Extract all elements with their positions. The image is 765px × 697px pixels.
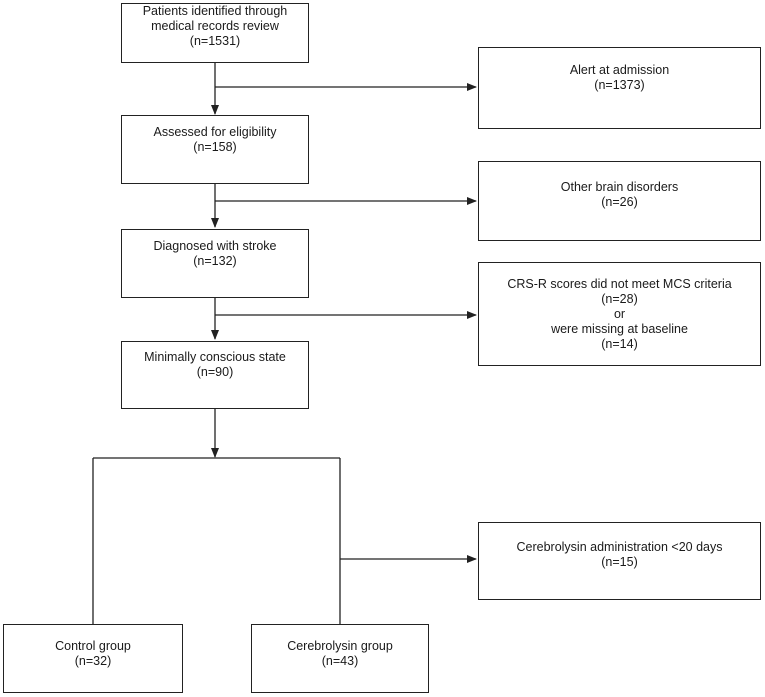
identified-line1: Patients identified through	[142, 3, 288, 18]
mcs-count: (n=90)	[196, 365, 234, 379]
box-cerebrolysin-administration: Cerebrolysin administration <20 days (n=…	[478, 522, 761, 600]
identified-count: (n=1531)	[189, 33, 241, 48]
mcs-line1: Minimally conscious state	[144, 350, 286, 364]
diagnosed-count: (n=132)	[193, 253, 237, 268]
cerebrolysin-admin-count: (n=15)	[601, 555, 638, 569]
box-patients-identified: Patients identified through medical reco…	[121, 3, 309, 63]
crsr-or: or	[613, 306, 626, 321]
alert-line1: Alert at admission	[569, 63, 670, 77]
cerebrolysin-admin-line1: Cerebrolysin administration <20 days	[516, 540, 723, 554]
box-other-brain-disorders: Other brain disorders (n=26)	[478, 161, 761, 241]
box-cerebrolysin-group: Cerebrolysin group (n=43)	[251, 624, 429, 693]
box-assessed-eligibility: Assessed for eligibility (n=158)	[121, 115, 309, 184]
other-brain-line1: Other brain disorders	[560, 180, 679, 194]
assessed-count: (n=158)	[193, 139, 237, 154]
control-count: (n=32)	[74, 653, 112, 668]
crsr-count2: (n=14)	[601, 336, 638, 351]
diagnosed-line1: Diagnosed with stroke	[153, 238, 277, 253]
box-minimally-conscious-state: Minimally conscious state (n=90)	[121, 341, 309, 409]
alert-count: (n=1373)	[594, 78, 645, 92]
cerebrolysin-group-count: (n=43)	[321, 653, 359, 668]
assessed-line1: Assessed for eligibility	[153, 124, 277, 139]
cerebrolysin-group-line1: Cerebrolysin group	[287, 638, 393, 653]
crsr-line2: were missing at baseline	[551, 321, 688, 336]
crsr-count1: (n=28)	[601, 291, 638, 306]
box-control-group: Control group (n=32)	[3, 624, 183, 693]
box-alert-at-admission: Alert at admission (n=1373)	[478, 47, 761, 129]
box-crsr-criteria: CRS-R scores did not meet MCS criteria (…	[478, 262, 761, 366]
other-brain-count: (n=26)	[601, 195, 638, 209]
box-diagnosed-stroke: Diagnosed with stroke (n=132)	[121, 229, 309, 298]
identified-line2: medical records review	[151, 18, 279, 33]
crsr-line1: CRS-R scores did not meet MCS criteria	[507, 276, 732, 291]
control-line1: Control group	[55, 638, 131, 653]
